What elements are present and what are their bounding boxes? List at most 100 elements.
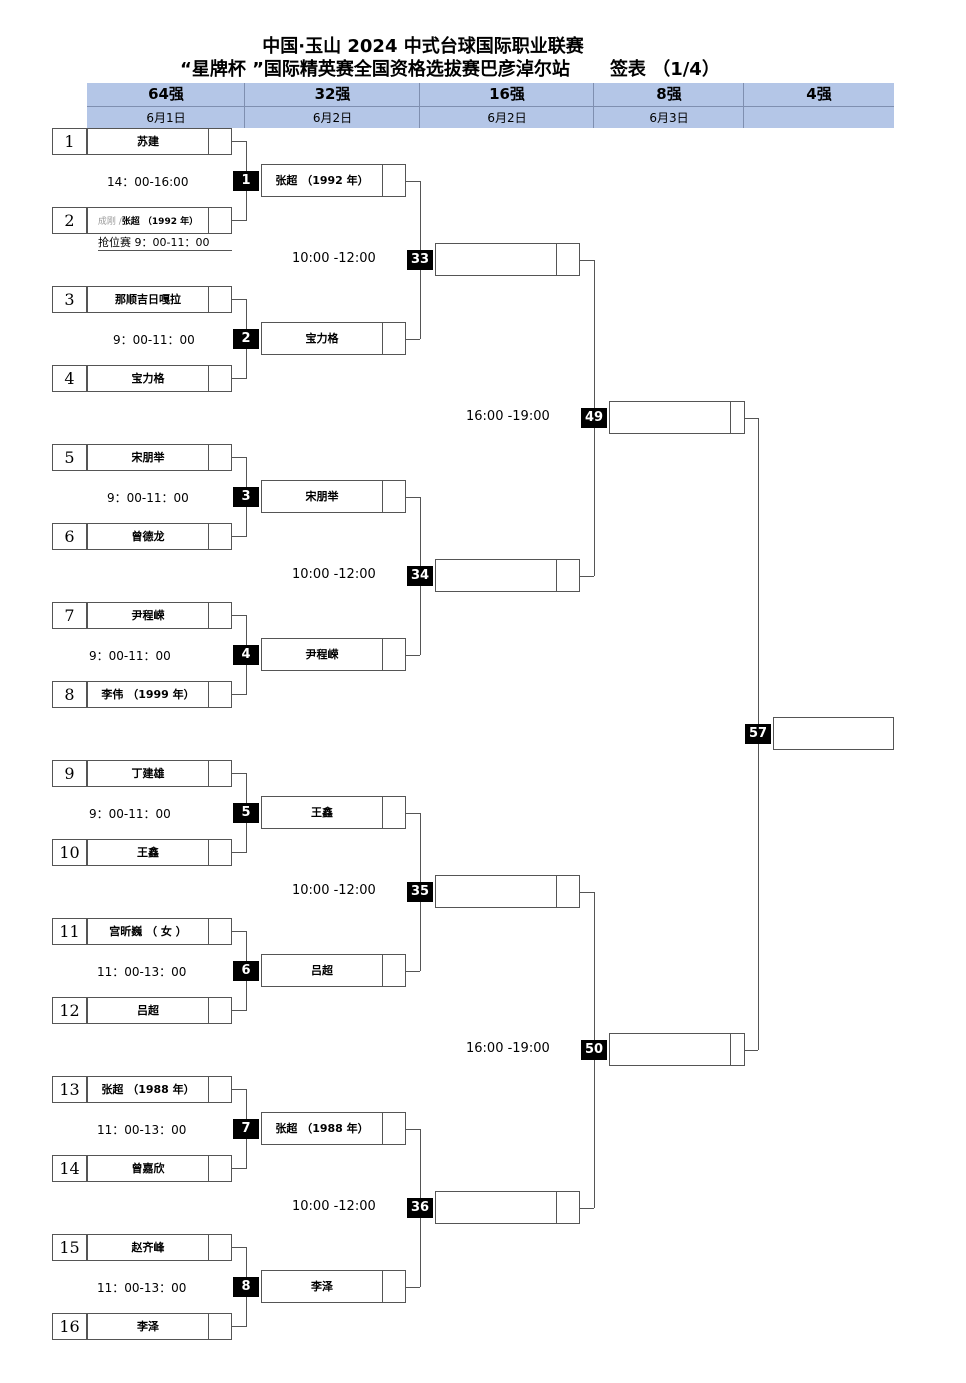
player-slot[interactable]: 曾德龙 xyxy=(87,523,232,550)
slot-divider xyxy=(208,445,209,470)
match-number: 8 xyxy=(233,1276,259,1297)
bracket-line xyxy=(580,1207,594,1209)
slot-divider xyxy=(208,1314,209,1339)
slot-divider xyxy=(208,366,209,391)
player-slot[interactable]: 李泽 xyxy=(87,1313,232,1340)
player-slot[interactable]: 丁建雄 xyxy=(87,760,232,787)
winner-slot[interactable]: 李泽 xyxy=(261,1269,406,1303)
winner-slot[interactable] xyxy=(435,242,580,276)
header-divider xyxy=(87,106,894,107)
qualifier-note: 抢位赛 9：00-11：00 xyxy=(98,234,232,251)
winner-name: 王鑫 xyxy=(311,805,333,819)
seed-number: 5 xyxy=(52,444,87,471)
player-slot[interactable]: 宝力格 xyxy=(87,365,232,392)
winner-name: 宋朋举 xyxy=(305,489,339,503)
player-slot[interactable]: 那顺吉日嘎拉 xyxy=(87,286,232,313)
bracket-line xyxy=(232,536,247,537)
winner-slot[interactable]: 张超 （1988 年） xyxy=(261,1111,406,1145)
winner-slot[interactable]: 吕超 xyxy=(261,953,406,987)
header-round-1: 64强 xyxy=(148,85,184,103)
player-name: 曾嘉欣 xyxy=(131,1162,165,1175)
match-number: 6 xyxy=(233,960,259,981)
header-col-2 xyxy=(245,83,420,128)
seed-number: 2 xyxy=(52,207,87,234)
winner-slot[interactable] xyxy=(435,874,580,908)
seed-number: 1 xyxy=(52,128,87,155)
winner-slot[interactable]: 宋朋举 xyxy=(261,479,406,513)
player-slot[interactable]: 张超 （1988 年） xyxy=(87,1076,232,1103)
seed-number: 4 xyxy=(52,365,87,392)
match-number: 2 xyxy=(233,328,259,349)
winner-slot[interactable] xyxy=(609,1032,745,1066)
bracket-line xyxy=(580,259,594,261)
slot-divider xyxy=(208,1235,209,1260)
bracket-line xyxy=(406,970,420,972)
winner-name: 尹程嵘 xyxy=(305,647,339,661)
winner-slot[interactable]: 张超 （1992 年） xyxy=(261,163,406,197)
match-time: 10:00 -12:00 xyxy=(292,566,376,582)
player-name: 李伟 （1999 年） xyxy=(101,688,195,701)
player-slot[interactable]: 尹程嵘 xyxy=(87,602,232,629)
match-number: 49 xyxy=(581,407,607,428)
player-slot[interactable]: 赵齐峰 xyxy=(87,1234,232,1261)
winner-slot[interactable]: 尹程嵘 xyxy=(261,637,406,671)
winner-name: 李泽 xyxy=(311,1279,333,1293)
winner-slot[interactable] xyxy=(773,716,894,750)
slot-divider xyxy=(382,480,383,512)
match-number: 33 xyxy=(407,249,433,270)
slot-divider xyxy=(382,322,383,354)
slot-divider xyxy=(208,761,209,786)
player-name: 丁建雄 xyxy=(131,767,165,780)
player-name: 尹程嵘 xyxy=(131,609,165,622)
winner-slot[interactable]: 王鑫 xyxy=(261,795,406,829)
player-slot[interactable]: 成刚 /张超 （1992 年） xyxy=(87,207,232,234)
player-slot[interactable]: 宫昕巍 （ 女 ） xyxy=(87,918,232,945)
player-slot[interactable]: 曾嘉欣 xyxy=(87,1155,232,1182)
match-number: 5 xyxy=(233,802,259,823)
seed-number: 8 xyxy=(52,681,87,708)
player-name: 成刚 /张超 （1992 年） xyxy=(88,208,208,233)
bracket-line xyxy=(232,852,247,853)
winner-slot[interactable] xyxy=(435,558,580,592)
slot-divider xyxy=(382,1270,383,1302)
match-number: 36 xyxy=(407,1197,433,1218)
slot-divider xyxy=(208,919,209,944)
player-slot[interactable]: 李伟 （1999 年） xyxy=(87,681,232,708)
player-name-text: 张超 （1992 年） xyxy=(121,217,199,227)
slot-divider xyxy=(208,840,209,865)
match-time: 16:00 -19:00 xyxy=(466,1040,550,1056)
player-name: 宝力格 xyxy=(131,372,165,385)
bracket-line xyxy=(232,457,247,458)
match-number: 1 xyxy=(233,170,259,191)
slot-divider xyxy=(730,1033,731,1065)
winner-slot[interactable] xyxy=(435,1190,580,1224)
header-col-4 xyxy=(594,83,744,128)
seed-number: 14 xyxy=(52,1155,87,1182)
player-slot[interactable]: 宋朋举 xyxy=(87,444,232,471)
match-number: 50 xyxy=(581,1039,607,1060)
slot-divider xyxy=(208,1156,209,1181)
bracket-line xyxy=(232,931,247,932)
match-time: 10:00 -12:00 xyxy=(292,250,376,266)
player-name: 宫昕巍 （ 女 ） xyxy=(109,925,187,938)
header-col-3 xyxy=(420,83,594,128)
bracket-line xyxy=(232,299,247,300)
player-slot[interactable]: 苏建 xyxy=(87,128,232,155)
player-name: 吕超 xyxy=(137,1004,159,1017)
player-slot[interactable]: 王鑫 xyxy=(87,839,232,866)
player-prefix: 成刚 / xyxy=(97,217,122,227)
player-name: 那顺吉日嘎拉 xyxy=(115,293,181,306)
seed-number: 12 xyxy=(52,997,87,1024)
match-time: 16:00 -19:00 xyxy=(466,408,550,424)
player-name: 张超 （1988 年） xyxy=(101,1083,195,1096)
winner-slot[interactable]: 宝力格 xyxy=(261,321,406,355)
match-time: 9：00-11：00 xyxy=(113,332,195,347)
bracket-line xyxy=(232,378,247,379)
seed-number: 9 xyxy=(52,760,87,787)
header-date-2: 6月2日 xyxy=(312,111,353,125)
player-slot[interactable]: 吕超 xyxy=(87,997,232,1024)
winner-slot[interactable] xyxy=(609,400,745,434)
seed-number: 6 xyxy=(52,523,87,550)
bracket-line xyxy=(232,220,247,221)
player-name: 苏建 xyxy=(137,135,159,148)
